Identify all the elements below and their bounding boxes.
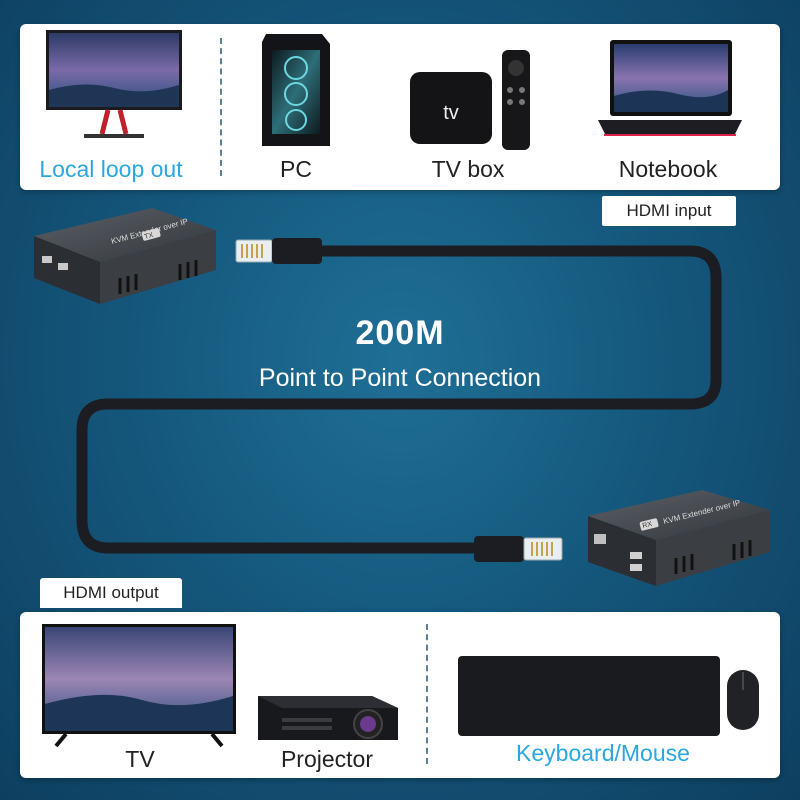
hdmi-input-tag: HDMI input xyxy=(602,196,736,226)
pc-tower-icon xyxy=(262,34,330,146)
transmitter-extender-icon: KVM Extender over IP TX xyxy=(34,208,216,304)
vent-slots xyxy=(118,260,198,294)
connection-speed: 200M xyxy=(355,314,445,352)
rj45-connector-icon xyxy=(474,536,563,562)
remote-control-icon xyxy=(502,50,530,150)
bottom-divider xyxy=(426,624,428,764)
tv-icon xyxy=(42,624,236,748)
monitor-icon xyxy=(46,30,182,138)
receiver-badge: RX xyxy=(642,521,653,530)
projector-label: Projector xyxy=(280,746,374,772)
tv-box-icon: tv xyxy=(410,72,492,144)
receiver-extender-icon: KVM Extender over IP RX xyxy=(588,490,770,586)
tv-box-label: TV box xyxy=(431,156,505,182)
ethernet-port-icon xyxy=(594,534,606,544)
transmitter-badge: TX xyxy=(144,232,155,241)
usb-port-icon xyxy=(630,564,642,571)
cable-line xyxy=(76,245,722,554)
notebook-label: Notebook xyxy=(618,156,718,182)
local-loop-out-label: Local loop out xyxy=(39,156,183,182)
keyboard-icon xyxy=(458,656,720,736)
projector-icon xyxy=(258,696,398,740)
usb-port-icon xyxy=(630,552,642,559)
mouse-icon xyxy=(727,670,759,730)
top-divider xyxy=(220,38,222,176)
pc-label: PC xyxy=(280,156,312,182)
rj45-connector-icon xyxy=(235,238,322,264)
tv-label: TV xyxy=(125,746,155,772)
vent-slots xyxy=(674,540,752,574)
hdmi-port-icon xyxy=(42,256,52,263)
keyboard-mouse-label: Keyboard/Mouse xyxy=(516,740,690,766)
connection-type: Point to Point Connection xyxy=(258,364,542,392)
tv-box-logo: tv xyxy=(443,102,459,124)
notebook-icon xyxy=(598,40,742,136)
hdmi-output-tag: HDMI output xyxy=(40,578,182,608)
hdmi-port-icon xyxy=(58,263,68,270)
